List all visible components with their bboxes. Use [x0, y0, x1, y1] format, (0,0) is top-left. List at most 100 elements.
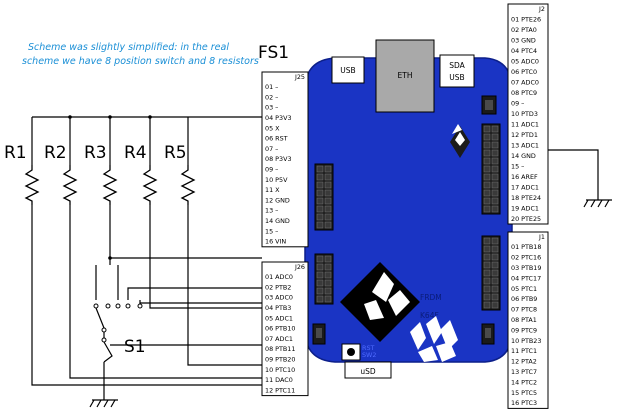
j2-pin-label: 12 PTD1 — [511, 131, 538, 139]
header-right-top — [481, 123, 501, 215]
resistor-r5 — [180, 165, 196, 205]
header-pin — [324, 173, 332, 181]
header-pin — [316, 213, 324, 221]
header-pin — [316, 205, 324, 213]
switch-sw3-knob — [316, 328, 322, 338]
j25-pin-label: 13 – — [265, 207, 278, 215]
header-left-bottom — [314, 253, 334, 305]
usb-left-label: USB — [340, 66, 355, 75]
j2-pin-label: 09 – — [511, 99, 524, 107]
j2-pin-label: 04 PTC4 — [511, 47, 537, 55]
header-pin — [483, 237, 491, 245]
header-pin — [316, 271, 324, 279]
brand-line-2: K64F — [420, 311, 439, 320]
header-pin — [483, 245, 491, 253]
header-pin — [491, 141, 499, 149]
wire-j2-gnd — [548, 149, 599, 200]
ground-symbol-right-icon — [583, 199, 612, 208]
header-pin — [491, 197, 499, 205]
j2-pin-label: 02 PTA0 — [511, 26, 537, 34]
header-pin — [324, 255, 332, 263]
resistor-r2 — [62, 165, 78, 205]
j26-pin-label: 03 ADC0 — [265, 294, 293, 302]
j2-pin-label: 11 ADC1 — [511, 120, 539, 128]
header-pin — [491, 261, 499, 269]
header-pin — [324, 279, 332, 287]
header-pin — [316, 255, 324, 263]
eth-label: ETH — [398, 71, 413, 80]
j1-pin-label: 08 PTA1 — [511, 316, 537, 324]
j1-pin-label: 15 PTC5 — [511, 389, 537, 397]
j2-pin-label: 16 AREF — [511, 173, 538, 181]
label-s1: S1 — [124, 337, 146, 357]
label-r5: R5 — [164, 143, 187, 163]
s1-link-a — [95, 307, 105, 329]
j25-pin-label: 12 GND — [265, 196, 290, 204]
junction-r4 — [148, 115, 152, 119]
j2-pin-label: 10 PTD3 — [511, 110, 538, 118]
j1-pin-label: 14 PTC2 — [511, 378, 537, 386]
j25-pin-label: 09 – — [265, 166, 278, 174]
header-pin — [483, 253, 491, 261]
header-pin — [316, 173, 324, 181]
header-pin — [491, 149, 499, 157]
j1-pin-label: 09 PTC9 — [511, 326, 537, 334]
header-pin — [316, 165, 324, 173]
j25-pin-label: 07 – — [265, 145, 278, 153]
j25-pin-label: 15 – — [265, 227, 278, 235]
j2-pin-label: 20 PTE25 — [511, 215, 541, 223]
wire-r3-adc — [109, 205, 262, 259]
j2-pin-label: 05 ADC0 — [511, 57, 539, 65]
j2-pin-label: 14 GND — [511, 152, 536, 160]
label-r2: R2 — [44, 143, 67, 163]
note-line-2: scheme we have 8 position switch and 8 r… — [22, 56, 259, 67]
header-pin — [483, 261, 491, 269]
header-pin — [324, 197, 332, 205]
s1-contact-4 — [125, 303, 131, 309]
j2-box — [507, 3, 549, 225]
j26-pin-label: 01 ADC0 — [265, 273, 293, 281]
resistor-r4 — [142, 165, 158, 205]
header-body — [314, 163, 334, 231]
header-pin — [324, 271, 332, 279]
j26-pin-label: 04 PTB3 — [265, 304, 291, 312]
label-r4: R4 — [124, 143, 147, 163]
header-pin — [324, 189, 332, 197]
j2-pin-label: 08 PTC9 — [511, 89, 537, 97]
s1-contact-3 — [115, 303, 121, 309]
j1-pin-label: 12 PTA2 — [511, 358, 537, 366]
header-pin — [316, 279, 324, 287]
j25-pin-label: 11 X — [265, 186, 280, 194]
header-pin — [316, 295, 324, 303]
usd-label: uSD — [360, 367, 376, 376]
header-pin — [483, 293, 491, 301]
j26-pin-label: 02 PTB2 — [265, 283, 291, 291]
j25-pin-label: 14 GND — [265, 217, 290, 225]
j1-pin-label: 16 PTC3 — [511, 399, 537, 407]
j1-pin-label: 11 PTC1 — [511, 347, 537, 355]
j25-pin-label: 01 – — [265, 83, 278, 91]
j26-pin-label: 09 PTB20 — [265, 356, 295, 364]
label-r3: R3 — [84, 143, 107, 163]
sda-usb-port — [439, 54, 475, 88]
junction-r3 — [108, 115, 112, 119]
j26-pin-label: 05 ADC1 — [265, 314, 293, 322]
header-pin — [483, 189, 491, 197]
j25-title: J25 — [294, 73, 305, 81]
j25-pin-label: 08 P3V3 — [265, 155, 292, 163]
header-pin — [491, 285, 499, 293]
header-pin — [316, 181, 324, 189]
header-pin — [491, 253, 499, 261]
header-pin — [324, 181, 332, 189]
s1-wiper — [103, 341, 113, 363]
header-pin — [491, 293, 499, 301]
wire-ptb3 — [139, 300, 262, 304]
header-pin — [483, 301, 491, 309]
j1-pin-label: 03 PTB19 — [511, 264, 541, 272]
j26-pin-label: 06 PTB10 — [265, 325, 295, 333]
header-pin — [483, 285, 491, 293]
header-pin — [316, 221, 324, 229]
